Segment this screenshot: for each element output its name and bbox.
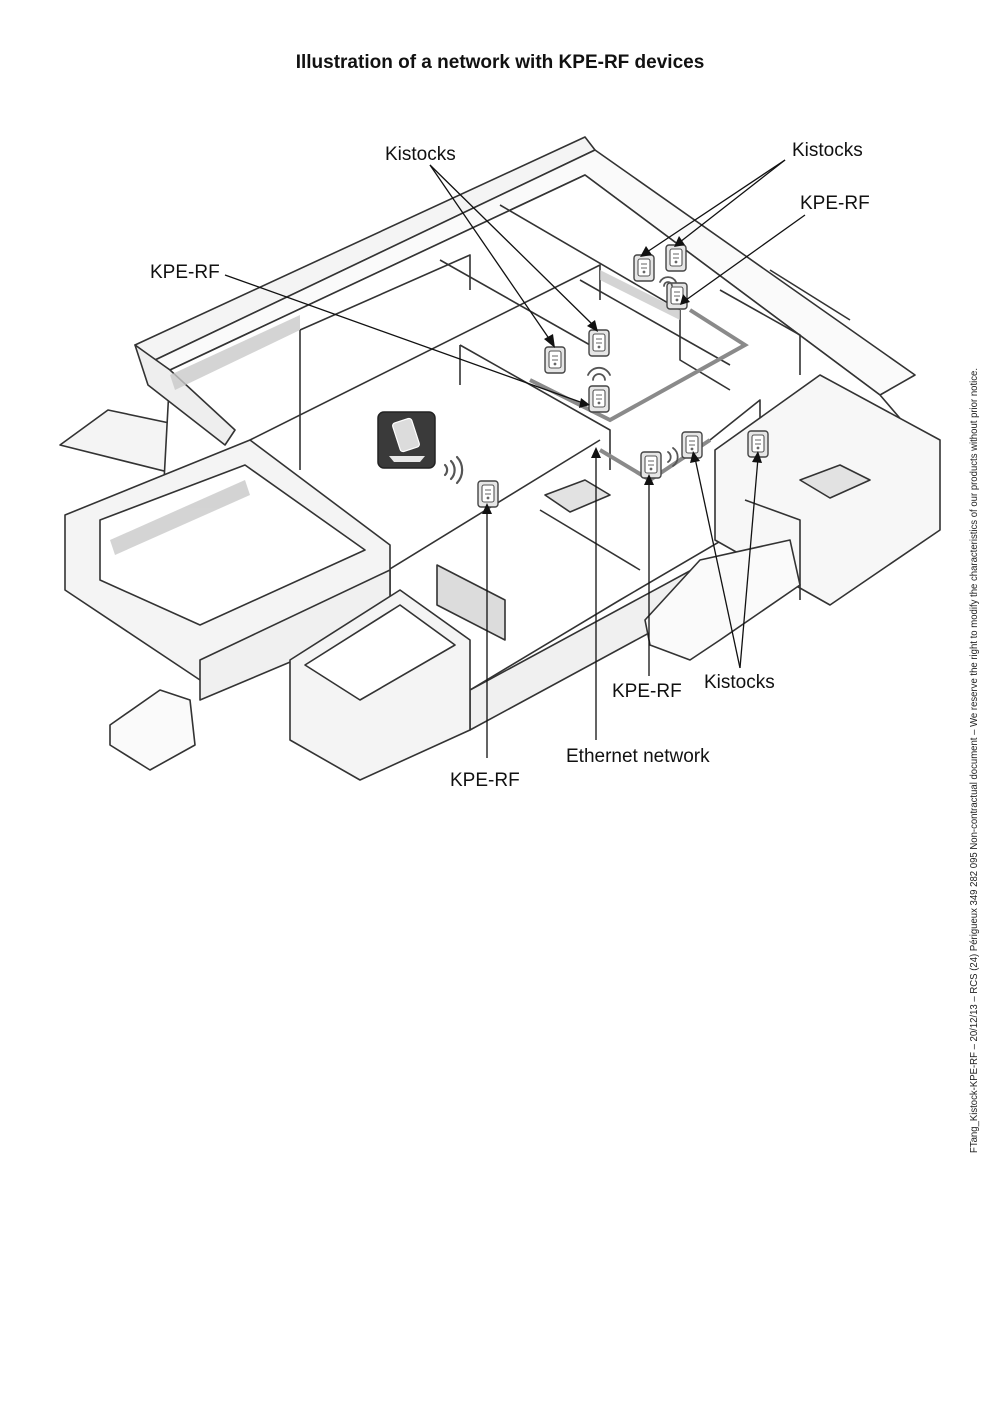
kistock-device-icon — [665, 244, 687, 272]
partition-wall — [679, 310, 731, 391]
partition-wall — [249, 264, 601, 441]
label-kistocks-bottom-right: Kistocks — [704, 672, 775, 693]
pallet-stack — [544, 479, 611, 513]
pallet-stack — [799, 464, 871, 499]
label-kistocks-top-right: Kistocks — [792, 140, 863, 161]
partition-wall — [439, 259, 591, 346]
label-kistocks-top-left: Kistocks — [385, 144, 456, 165]
kistock-device-icon — [633, 254, 655, 282]
callout-arrowheads — [482, 236, 762, 514]
truck-right — [644, 539, 801, 661]
kpe-rf-device-icon — [588, 385, 610, 413]
kpe-rf-device-icon — [477, 480, 499, 508]
label-kpe-rf-left: KPE-RF — [150, 262, 220, 283]
wireless-signal-icon — [587, 276, 679, 467]
cold-room-interior — [304, 604, 456, 701]
wall-shadows — [110, 270, 680, 555]
kpe-rf-device-icon — [640, 451, 662, 479]
loading-door — [744, 499, 801, 600]
kistock-device-icon — [588, 329, 610, 357]
label-kpe-rf-top-right: KPE-RF — [800, 193, 870, 214]
partition-wall — [499, 204, 681, 311]
label-kpe-rf-bottom: KPE-RF — [450, 770, 520, 791]
label-ethernet-network: Ethernet network — [566, 746, 710, 767]
ethernet-cable — [529, 308, 749, 423]
wireless-signal-icon — [443, 455, 464, 485]
truck-left — [109, 689, 196, 771]
kistock-device-icon — [681, 431, 703, 459]
partition-wall — [539, 509, 641, 571]
diagram-title: Illustration of a network with KPE-RF de… — [295, 52, 705, 73]
partition-wall — [769, 269, 851, 321]
partition-wall — [299, 254, 471, 331]
label-kpe-rf-center-right: KPE-RF — [612, 681, 682, 702]
receiver-station-icon — [377, 411, 436, 469]
callout-lines — [224, 159, 806, 758]
partition-wall — [579, 279, 731, 366]
legal-footer-text: FTang_Kistock-KPE-RF – 20/12/13 – RCS (2… — [968, 368, 980, 1153]
partition-wall — [719, 289, 801, 375]
kistock-device-icon — [544, 346, 566, 374]
store-sign — [134, 344, 236, 446]
front-room-inner — [99, 464, 366, 626]
shelving-rack — [436, 564, 506, 641]
building-illustration — [59, 136, 941, 781]
